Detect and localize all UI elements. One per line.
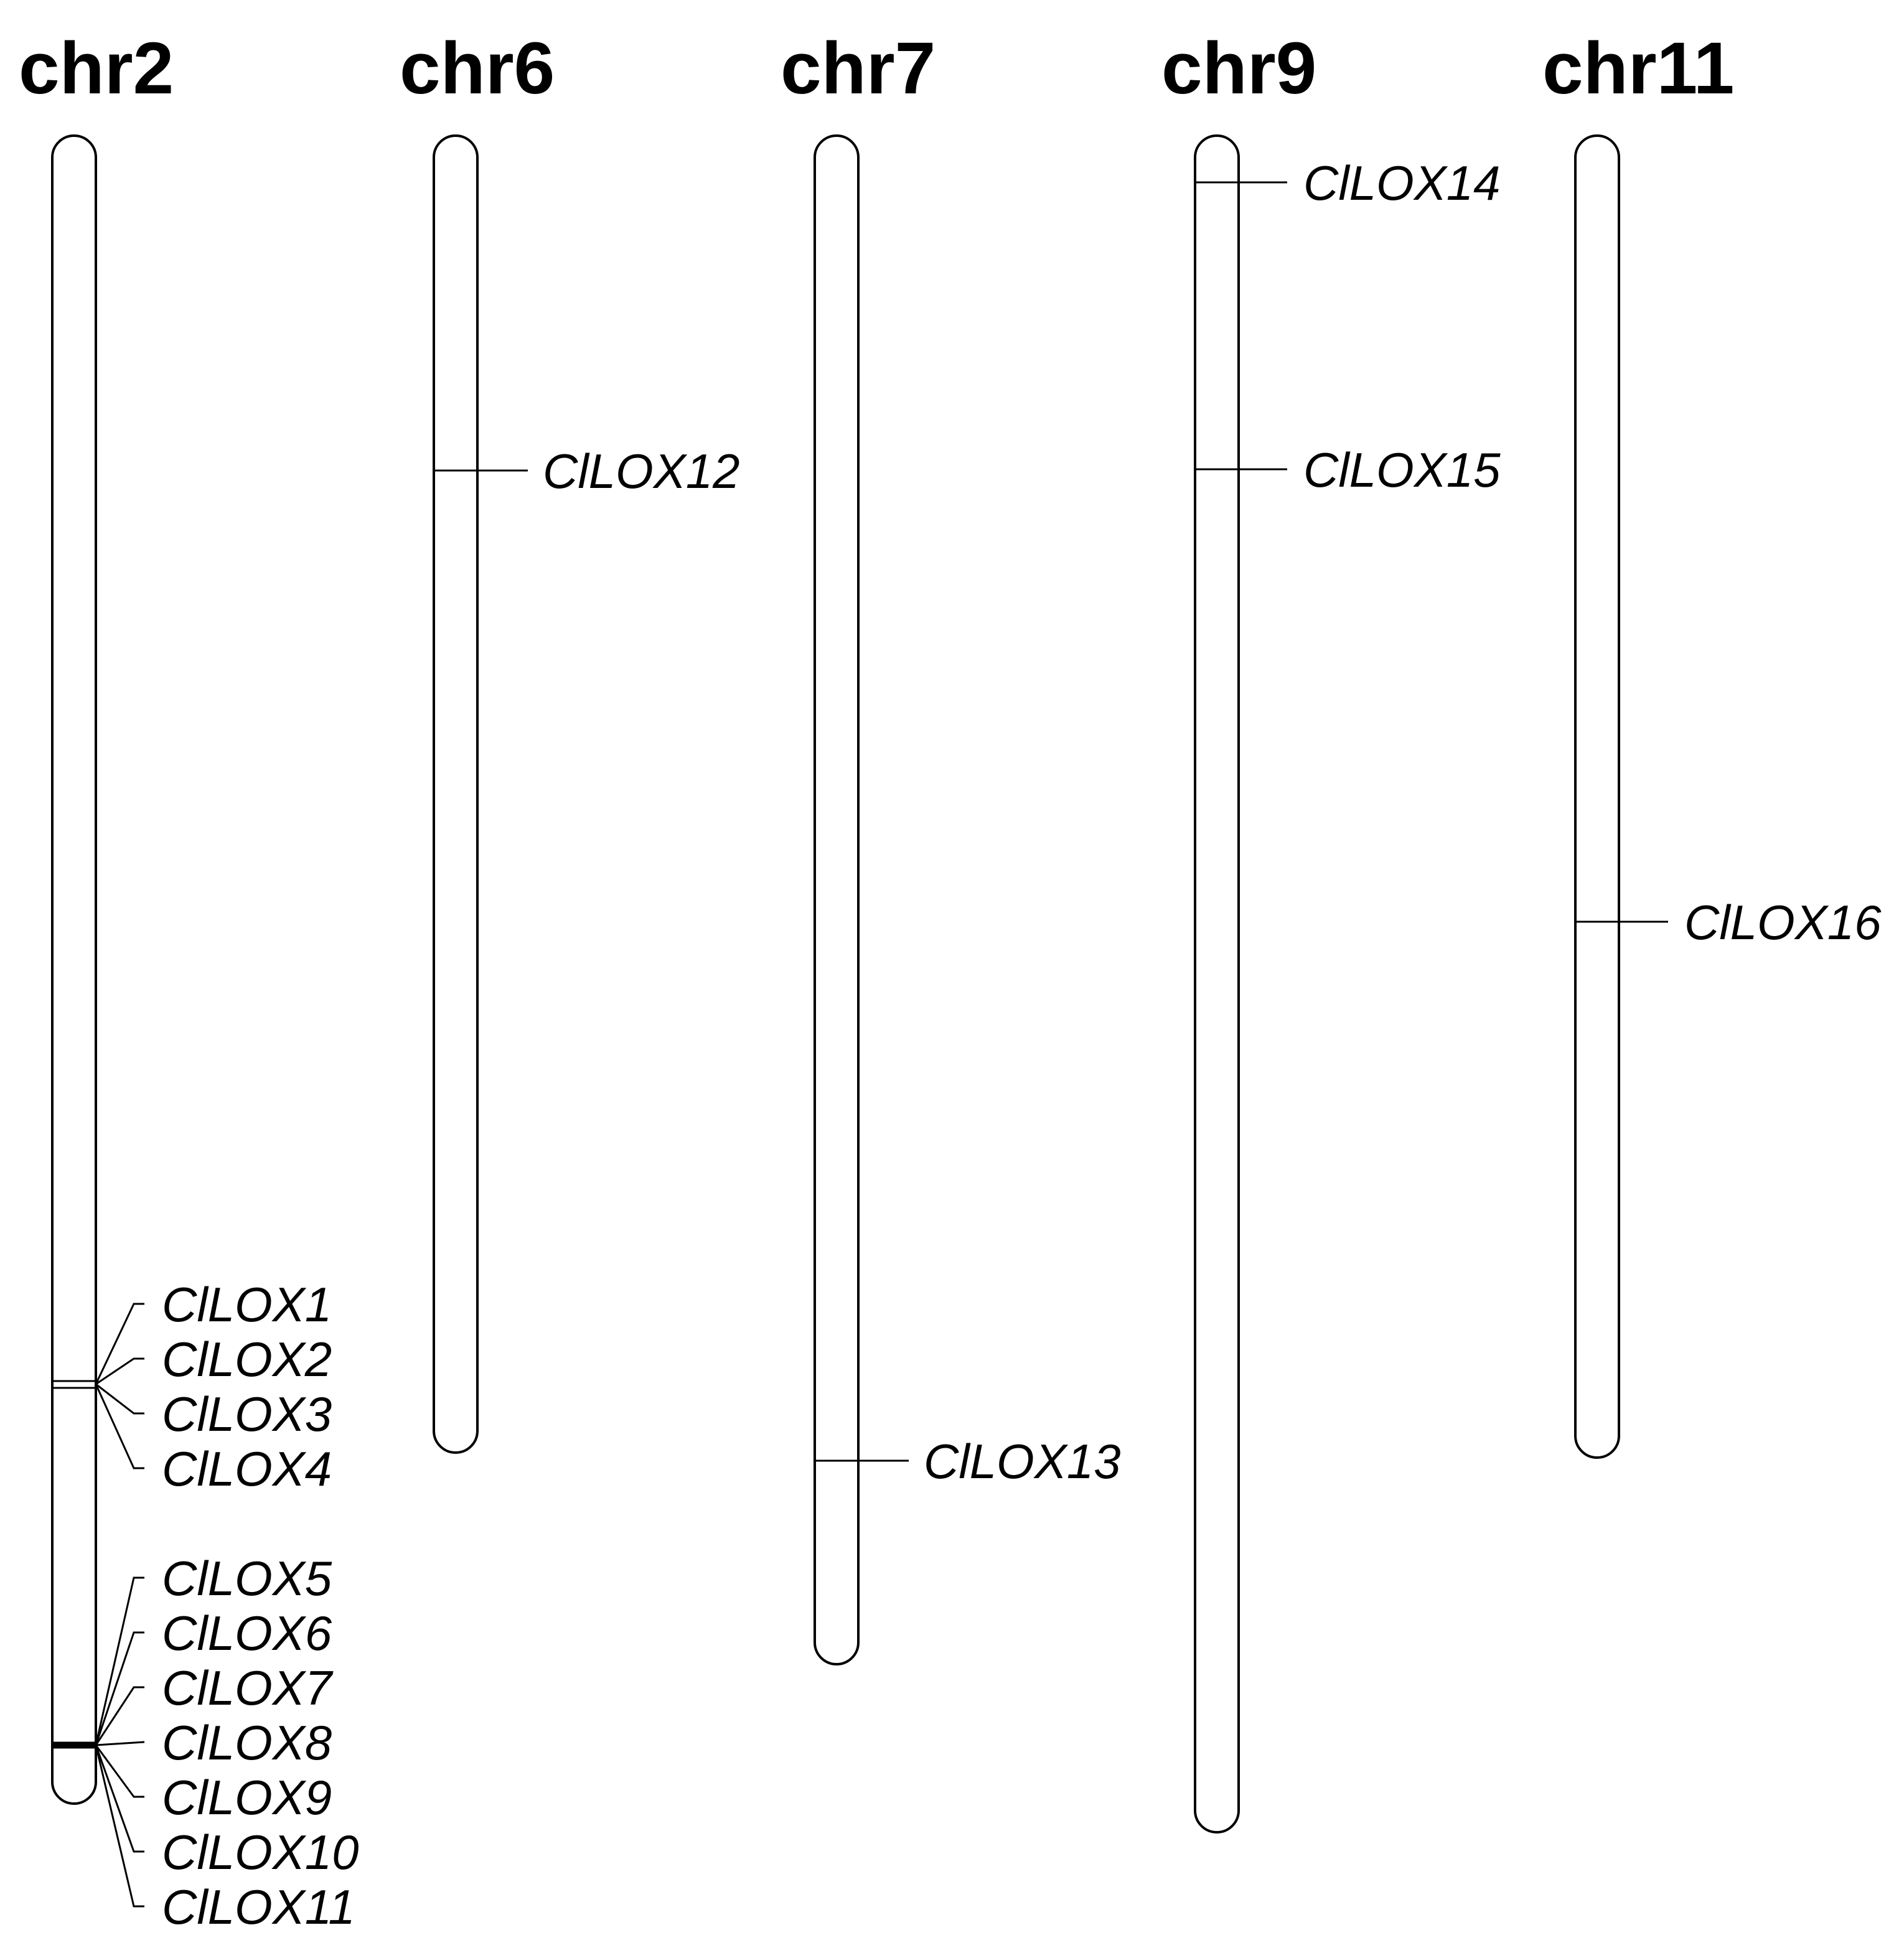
gene-leader-line xyxy=(95,1357,144,1385)
chromosome-bar xyxy=(1194,134,1240,1834)
gene-label-ClLOX11: ClLOX11 xyxy=(162,1880,355,1934)
gene-label-ClLOX3: ClLOX3 xyxy=(162,1387,332,1441)
gene-label-ClLOX5: ClLOX5 xyxy=(162,1551,332,1606)
gene-leader-line xyxy=(95,1384,144,1469)
chromosome-bar xyxy=(1574,134,1620,1459)
gene-label-ClLOX1: ClLOX1 xyxy=(162,1277,332,1332)
gene-label-ClLOX12: ClLOX12 xyxy=(543,444,740,499)
gene-label-ClLOX7: ClLOX7 xyxy=(162,1660,334,1715)
chromosome-chr9: chr9 ClLOX14 ClLOX15 xyxy=(1161,27,1501,1834)
gene-leader-line xyxy=(95,1576,144,1746)
gene-leader-line xyxy=(95,1686,144,1746)
gene-leader-line xyxy=(95,1631,144,1746)
gene-label-ClLOX15: ClLOX15 xyxy=(1303,443,1501,497)
gene-leader-line xyxy=(95,1745,144,1908)
chromosome-chr2: chr2 ClLOX1 ClLOX2 ClLOX3 ClLOX4 Cl xyxy=(19,27,359,1934)
chromosome-bar xyxy=(51,134,97,1805)
gene-label-ClLOX8: ClLOX8 xyxy=(162,1715,332,1770)
chromosome-bar xyxy=(433,134,479,1454)
gene-label-ClLOX13: ClLOX13 xyxy=(924,1434,1121,1489)
chromosome-title: chr11 xyxy=(1542,27,1734,110)
gene-label-ClLOX6: ClLOX6 xyxy=(162,1606,332,1660)
gene-label-ClLOX4: ClLOX4 xyxy=(162,1441,332,1496)
chromosome-title: chr6 xyxy=(400,27,555,110)
chromosome-chr11: chr11 ClLOX16 xyxy=(1542,27,1882,1459)
chromosome-bar xyxy=(814,134,860,1665)
gene-leader-line xyxy=(95,1741,145,1746)
gene-label-ClLOX2: ClLOX2 xyxy=(162,1332,332,1387)
gene-leader-line xyxy=(95,1303,144,1385)
gene-leader-line xyxy=(95,1745,144,1798)
gene-leader-line xyxy=(95,1745,144,1853)
gene-label-ClLOX14: ClLOX14 xyxy=(1303,156,1501,210)
chromosome-chr6: chr6 ClLOX12 xyxy=(400,27,740,1454)
chromosome-chr7: chr7 ClLOX13 xyxy=(781,27,1121,1665)
gene-label-ClLOX16: ClLOX16 xyxy=(1684,895,1882,950)
chromosome-title: chr2 xyxy=(19,27,174,110)
gene-label-ClLOX10: ClLOX10 xyxy=(162,1825,359,1880)
chromosome-title: chr9 xyxy=(1161,27,1316,110)
gene-leader-line xyxy=(95,1383,144,1415)
chromosome-title: chr7 xyxy=(781,27,936,110)
gene-label-ClLOX9: ClLOX9 xyxy=(162,1770,332,1825)
